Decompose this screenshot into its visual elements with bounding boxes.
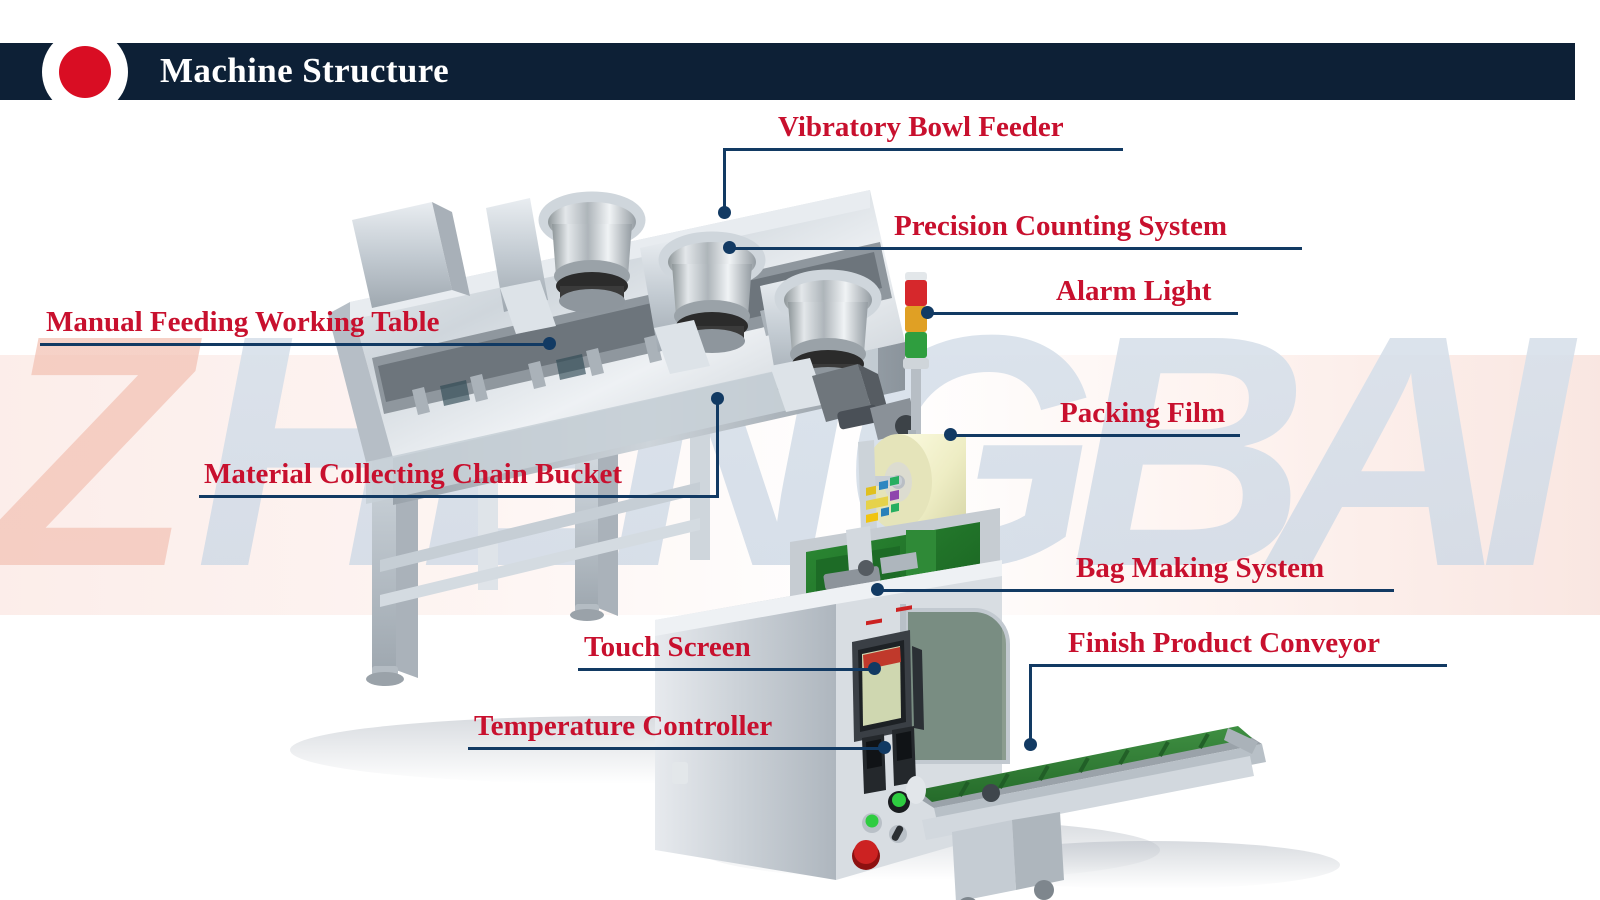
vibratory-bowl-feeder-2 <box>640 231 766 374</box>
green-button-2 <box>865 814 879 828</box>
selector-switch <box>889 825 907 843</box>
callout-dot-manual-feeding-working-table <box>543 337 556 350</box>
page-title: Machine Structure <box>160 51 450 90</box>
callout-underline-temperature-controller <box>468 747 884 750</box>
finish-product-conveyor <box>906 726 1266 900</box>
callout-underline-touch-screen <box>578 668 874 671</box>
touch-screen <box>852 475 924 742</box>
callout-dot-packing-film <box>944 428 957 441</box>
temperature-controller-2 <box>892 605 916 786</box>
callout-label-material-collecting-chain-bucket: Material Collecting Chain Bucket <box>204 458 623 490</box>
callout-drop-vibratory-bowl-feeder <box>723 148 726 212</box>
callout-dot-alarm-light <box>921 306 934 319</box>
callout-underline-packing-film <box>952 434 1240 437</box>
callout-dot-bag-making-system <box>871 583 884 596</box>
callout-label-vibratory-bowl-feeder: Vibratory Bowl Feeder <box>778 111 1064 143</box>
callout-label-precision-counting-system: Precision Counting System <box>894 210 1227 242</box>
red-circle-badge-icon <box>42 29 128 115</box>
callout-dot-material-collecting-chain-bucket <box>711 392 724 405</box>
badge-dot <box>59 46 111 98</box>
callout-label-manual-feeding-working-table: Manual Feeding Working Table <box>46 306 440 338</box>
header-bar <box>0 43 1575 100</box>
callout-underline-manual-feeding-working-table <box>40 343 550 346</box>
callout-underline-bag-making-system <box>878 589 1394 592</box>
callout-underline-material-collecting-chain-bucket <box>199 495 719 498</box>
callout-underline-alarm-light <box>930 312 1238 315</box>
callout-dot-vibratory-bowl-feeder <box>718 206 731 219</box>
emergency-stop-button <box>854 840 878 864</box>
vibratory-bowl-feeder-1 <box>486 191 646 334</box>
callout-label-touch-screen: Touch Screen <box>584 631 751 663</box>
callout-dot-precision-counting-system <box>723 241 736 254</box>
callout-label-temperature-controller: Temperature Controller <box>474 710 773 742</box>
callout-label-alarm-light: Alarm Light <box>1056 275 1212 307</box>
callout-underline-precision-counting-system <box>730 247 1302 250</box>
control-panel <box>852 605 916 870</box>
callout-riser-material-collecting-chain-bucket <box>716 398 719 497</box>
machine-illustration <box>290 190 1340 900</box>
callout-label-bag-making-system: Bag Making System <box>1076 552 1325 584</box>
callout-drop-finish-product-conveyor <box>1029 664 1032 744</box>
callout-underline-finish-product-conveyor <box>1029 664 1447 667</box>
callout-dot-temperature-controller <box>878 741 891 754</box>
callout-dot-touch-screen <box>868 662 881 675</box>
callout-dot-finish-product-conveyor <box>1024 738 1037 751</box>
callout-label-packing-film: Packing Film <box>1060 397 1226 429</box>
callout-underline-vibratory-bowl-feeder <box>723 148 1123 151</box>
callout-label-finish-product-conveyor: Finish Product Conveyor <box>1068 627 1381 659</box>
main-cabinet <box>655 560 1010 880</box>
rear-panel <box>352 202 452 308</box>
